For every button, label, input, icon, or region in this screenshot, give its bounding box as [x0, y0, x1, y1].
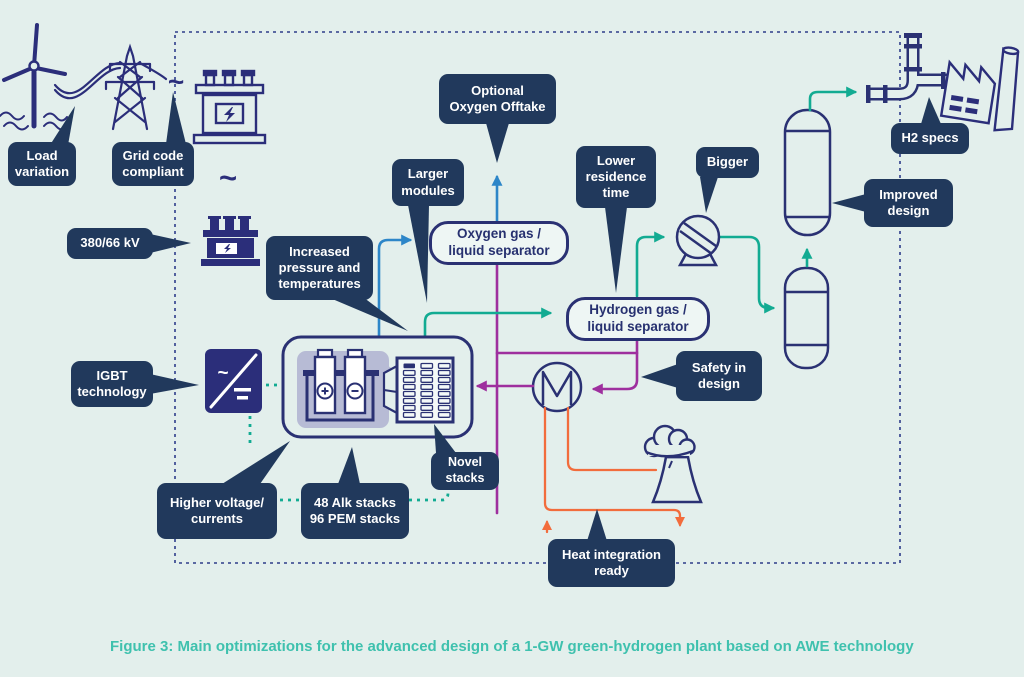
callout-improved-design: Improved design: [864, 179, 953, 227]
callout-tail: [408, 205, 429, 303]
callout-tail: [166, 92, 186, 144]
callout-load-variation: Load variation: [8, 142, 76, 186]
callout-tail: [832, 194, 866, 212]
electrolysis-cell-icon: [297, 348, 404, 428]
steam-cloud-icon: [643, 424, 696, 469]
transformer-small-icon: [201, 216, 260, 266]
callout-tail: [50, 106, 75, 145]
callout-novel-stacks: Novel stacks: [431, 452, 499, 490]
pipeline-icon: [866, 33, 950, 103]
wind-turbine-icon: [0, 23, 68, 131]
callout-increased-pressure-temperatures: Increased pressure and temperatures: [266, 236, 373, 300]
svg-text:~: ~: [217, 363, 228, 384]
callout-tail: [921, 97, 941, 124]
callout-tail: [486, 123, 509, 163]
label-hydrogen-separator: Hydrogen gas / liquid separator: [566, 297, 710, 341]
heat-exchanger-icon: [531, 361, 583, 413]
callout-tail: [434, 424, 456, 453]
callout-igbt-technology: IGBT technology: [71, 361, 153, 407]
callout-tail: [150, 234, 191, 253]
callout-larger-modules: Larger modules: [392, 159, 464, 206]
callout-tail: [222, 441, 290, 484]
callout-bigger: Bigger: [696, 147, 759, 178]
compressor-icon: [675, 214, 721, 267]
electrolyzer-module-icon: [281, 335, 474, 439]
factory-icon: [939, 46, 1020, 132]
flow-arrows-top: [475, 86, 858, 534]
callout-380-66-kv: 380/66 kV: [67, 228, 153, 259]
callout-tail: [605, 207, 627, 293]
label-oxygen-separator: Oxygen gas / liquid separator: [429, 221, 569, 265]
figure-caption: Figure 3: Main optimizations for the adv…: [110, 638, 914, 655]
callout-grid-code-compliant: Grid code compliant: [112, 142, 194, 186]
callout-tail: [338, 447, 360, 484]
transmission-tower-icon: [104, 43, 156, 131]
rectifier-icon: ~: [205, 349, 262, 413]
ac-tilde-icon: ~: [168, 66, 184, 97]
callout-tail: [587, 509, 607, 541]
callout-optional-oxygen-offtake: Optional Oxygen Offtake: [439, 74, 556, 124]
callout-higher-voltage-currents: Higher voltage/ currents: [157, 483, 277, 539]
transformer-icon: [192, 69, 267, 145]
callout-tail: [150, 374, 199, 394]
grid-wire: [53, 61, 168, 100]
stack-icon: [382, 356, 455, 424]
ac-tilde-icon: ~: [219, 160, 237, 195]
callout-lower-residence-time: Lower residence time: [576, 146, 656, 208]
callout-h2-specs: H2 specs: [891, 123, 969, 154]
gas-vessel-icon: [783, 108, 832, 370]
cooling-tower-icon: [651, 455, 703, 504]
callout-heat-integration-ready: Heat integration ready: [548, 539, 675, 587]
callout-stack-count: 48 Alk stacks 96 PEM stacks: [301, 483, 409, 539]
callout-tail: [641, 364, 678, 388]
callout-safety-in-design: Safety in design: [676, 351, 762, 401]
system-boundary: [174, 31, 901, 564]
callout-tail: [700, 177, 718, 213]
